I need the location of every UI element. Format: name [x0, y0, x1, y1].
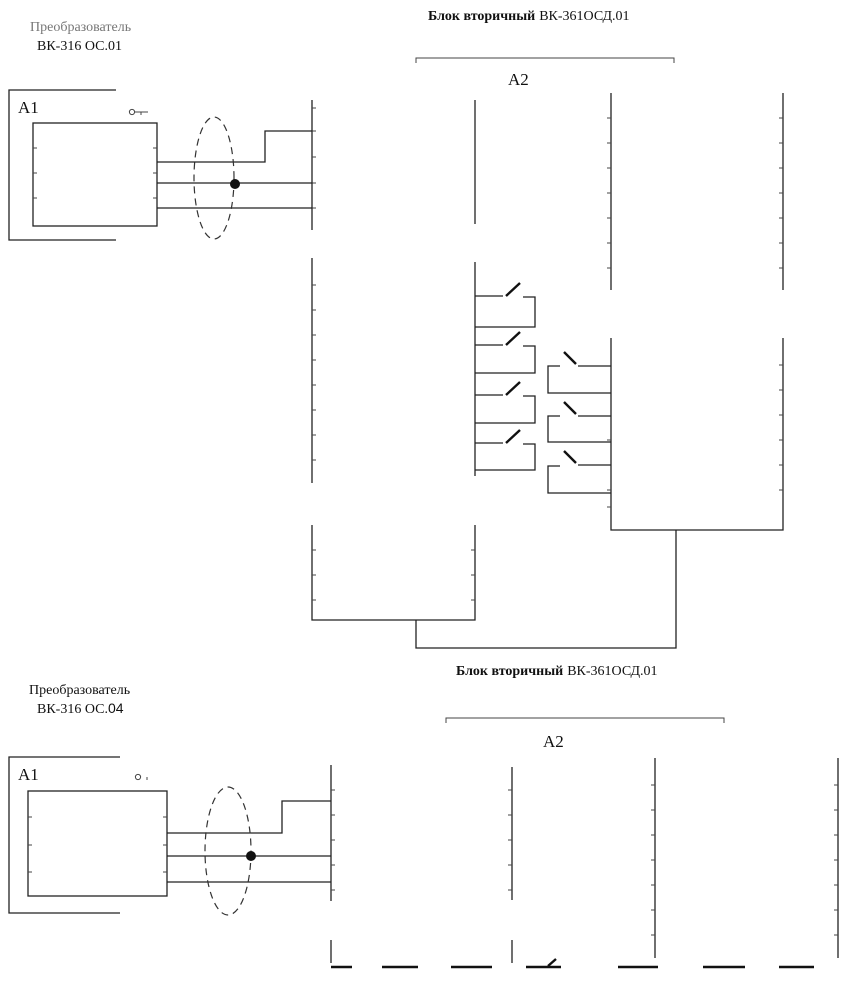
converter-model-prefix: ВК-316 ОС.: [37, 702, 108, 717]
cropped-contact-strokes: [331, 958, 814, 969]
converter-title-bottom: Преобразователь: [29, 683, 130, 698]
relay-contacts-left-top: [475, 282, 536, 471]
a2-bracket-top: [415, 57, 675, 63]
secondary-block-title-top: Блок вторичный ВК-361ОСД.01: [428, 9, 630, 24]
a2-terminal-ticks-top: [312, 107, 783, 601]
a1-terminal-ticks-top: [33, 147, 157, 199]
diagram-top: Преобразователь ВК-316 ОС.01 Блок вторич…: [8, 9, 784, 649]
a1-converter-block-top: [32, 122, 158, 227]
a1-converter-block-bottom: [27, 790, 168, 897]
secondary-block-model-bottom: ВК-361ОСД.01: [567, 664, 657, 679]
relay-contacts-right-top: [547, 351, 611, 494]
cable-wires-bottom: [167, 800, 331, 883]
a1-terminal-ticks-bottom: [28, 816, 167, 873]
shield-ground-node-top: [230, 179, 240, 189]
key-icon: [134, 773, 148, 781]
key-icon: [128, 108, 148, 116]
a1-outer-frame-bottom: [8, 756, 120, 914]
secondary-block-title-bottom: Блок вторичный ВК-361ОСД.01: [456, 664, 658, 679]
secondary-block-title-bold: Блок вторичный: [428, 9, 535, 24]
secondary-block-model: ВК-361ОСД.01: [539, 9, 629, 24]
a1-outer-frame-top: [8, 89, 116, 241]
a2-label-top: А2: [508, 70, 529, 89]
a2-label-bottom: А2: [543, 732, 564, 751]
converter-model-top: ВК-316 ОС.01: [37, 39, 122, 54]
a2-terminals-top: [311, 93, 784, 649]
converter-model-suffix: 04: [108, 700, 124, 716]
a1-label-bottom: А1: [18, 765, 39, 784]
a2-terminals-bottom: [330, 758, 839, 963]
a1-label-top: А1: [18, 98, 39, 117]
diagram-bottom: Преобразователь ВК-316 ОС.04 Блок вторич…: [8, 664, 839, 969]
a2-bracket-bottom: [445, 717, 725, 723]
converter-title-top: Преобразователь: [30, 20, 131, 35]
cable-shield-bottom: [204, 786, 252, 916]
secondary-block-title-bold-bottom: Блок вторичный: [456, 664, 563, 679]
cable-shield-top: [193, 116, 235, 240]
cable-wires-top: [157, 130, 313, 209]
shield-ground-node-bottom: [246, 851, 256, 861]
a2-terminal-ticks-bottom: [331, 784, 838, 936]
converter-model-bottom: ВК-316 ОС.04: [37, 700, 124, 717]
